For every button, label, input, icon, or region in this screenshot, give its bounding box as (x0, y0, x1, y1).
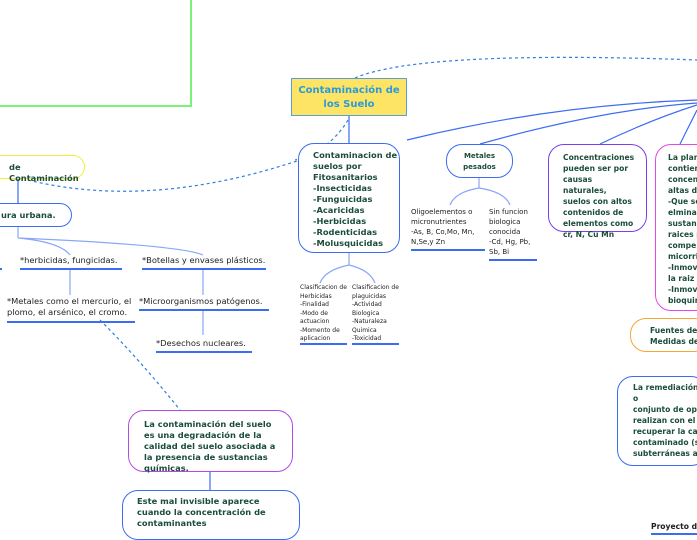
proyecto-text[interactable]: Proyecto d (651, 521, 697, 535)
planta-node[interactable]: La plan contien concen altas de -Que se … (655, 144, 697, 311)
leaf-herbicidas[interactable]: *herbicidas, fungicidas. (20, 255, 122, 270)
sin-funcion[interactable]: Sin funcion biologica conocida -Cd, Hg, … (489, 207, 537, 261)
degradacion-node[interactable]: La contaminación del suelo es una degrad… (128, 410, 293, 473)
clasificacion-plaguicidas[interactable]: Clasificacion de plaguicidas -Actividad … (352, 284, 399, 345)
leaf-microorganismos[interactable]: *Microorganismos patógenos. (139, 296, 269, 311)
leaf-botellas[interactable]: *Botellas y envases plásticos. (142, 255, 266, 270)
leaf-cut[interactable] (0, 255, 2, 270)
types-node[interactable]: de Contaminación (0, 155, 85, 183)
mal-invisible-node[interactable]: Este mal invisible aparece cuando la con… (122, 490, 300, 540)
oligoelementos[interactable]: Oligoelementos o micronutrientes -As, B,… (411, 207, 485, 251)
fitosanitarios-node[interactable]: Contaminacion de suelos por Fitosanitari… (298, 143, 400, 253)
urban-node[interactable]: ura urbana. (0, 203, 72, 227)
remediacion-node[interactable]: La remediación o conjunto de ope realiza… (617, 376, 697, 466)
connectors (17, 56, 697, 490)
leaf-desechos[interactable]: *Desechos nucleares. (156, 338, 252, 353)
leaf-metales[interactable]: *Metales como el mercurio, el plomo, el … (7, 296, 135, 323)
green-box[interactable]: 325 (0, 0, 192, 107)
fuentes-node[interactable]: Fuentes de C Medidas de (630, 318, 697, 352)
concentraciones-node[interactable]: Concentraciones pueden ser por causas na… (548, 144, 647, 239)
central-node[interactable]: Contaminación de los Suelo (291, 78, 407, 116)
metales-node[interactable]: Metales pesados (446, 144, 513, 178)
clasificacion-herbicidas[interactable]: Clasificacion de Herbicidas -Finalidad -… (300, 284, 347, 345)
